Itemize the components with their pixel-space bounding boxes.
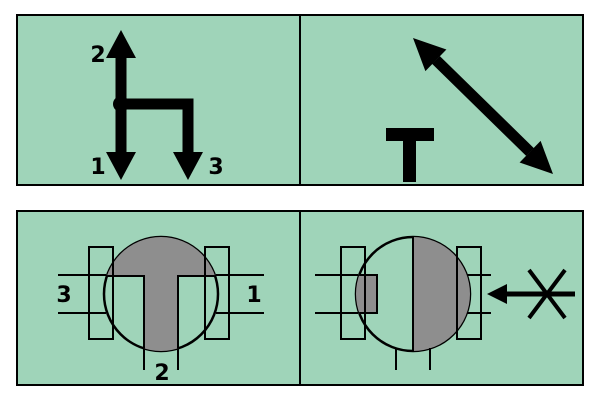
ball-shade-right-half [412, 237, 470, 351]
diagonal-arrow-shaft [432, 56, 534, 156]
valve-section-right-drawing [315, 235, 575, 370]
flange-left [88, 246, 114, 340]
ball-shade-t-shape [104, 237, 218, 351]
flange-right [456, 246, 482, 340]
flange-left [340, 246, 366, 340]
label-bottom-right-port: 3 [208, 155, 223, 180]
panel-valve-section-left: 3 1 2 [16, 210, 301, 386]
arrow-down-right-icon [173, 152, 203, 180]
lever-direction-drawing [386, 38, 553, 182]
branch-flow-line [121, 98, 194, 152]
label-bottom-port: 2 [154, 361, 169, 384]
arrowhead-upper-left-icon [413, 38, 447, 72]
panel-flow-schematic: 2 1 3 [16, 14, 301, 186]
label-right-port: 1 [246, 283, 261, 308]
panel-lever-direction [299, 14, 584, 186]
arrow-up-icon [106, 30, 136, 58]
arrowhead-lower-right-icon [519, 140, 553, 174]
valve-section-left-drawing: 3 1 2 [56, 235, 264, 384]
label-left-port: 3 [56, 283, 71, 308]
lever-handle-bar [386, 128, 434, 141]
arrow-down-left-icon [106, 152, 136, 180]
ball-shade-group [104, 237, 218, 351]
junction-dot [113, 96, 129, 112]
panel-valve-section-right [299, 210, 584, 386]
label-bottom-left-port: 1 [90, 155, 105, 180]
flange-right [204, 246, 230, 340]
blocked-flow-cross-line-2 [527, 268, 567, 320]
ball-shade-left-patch [356, 274, 378, 314]
blocked-flow-arrowhead-icon [487, 284, 507, 304]
lever-handle-stem [403, 139, 416, 182]
flow-schematic-drawing: 2 1 3 [90, 30, 224, 180]
label-top-port: 2 [90, 43, 105, 68]
